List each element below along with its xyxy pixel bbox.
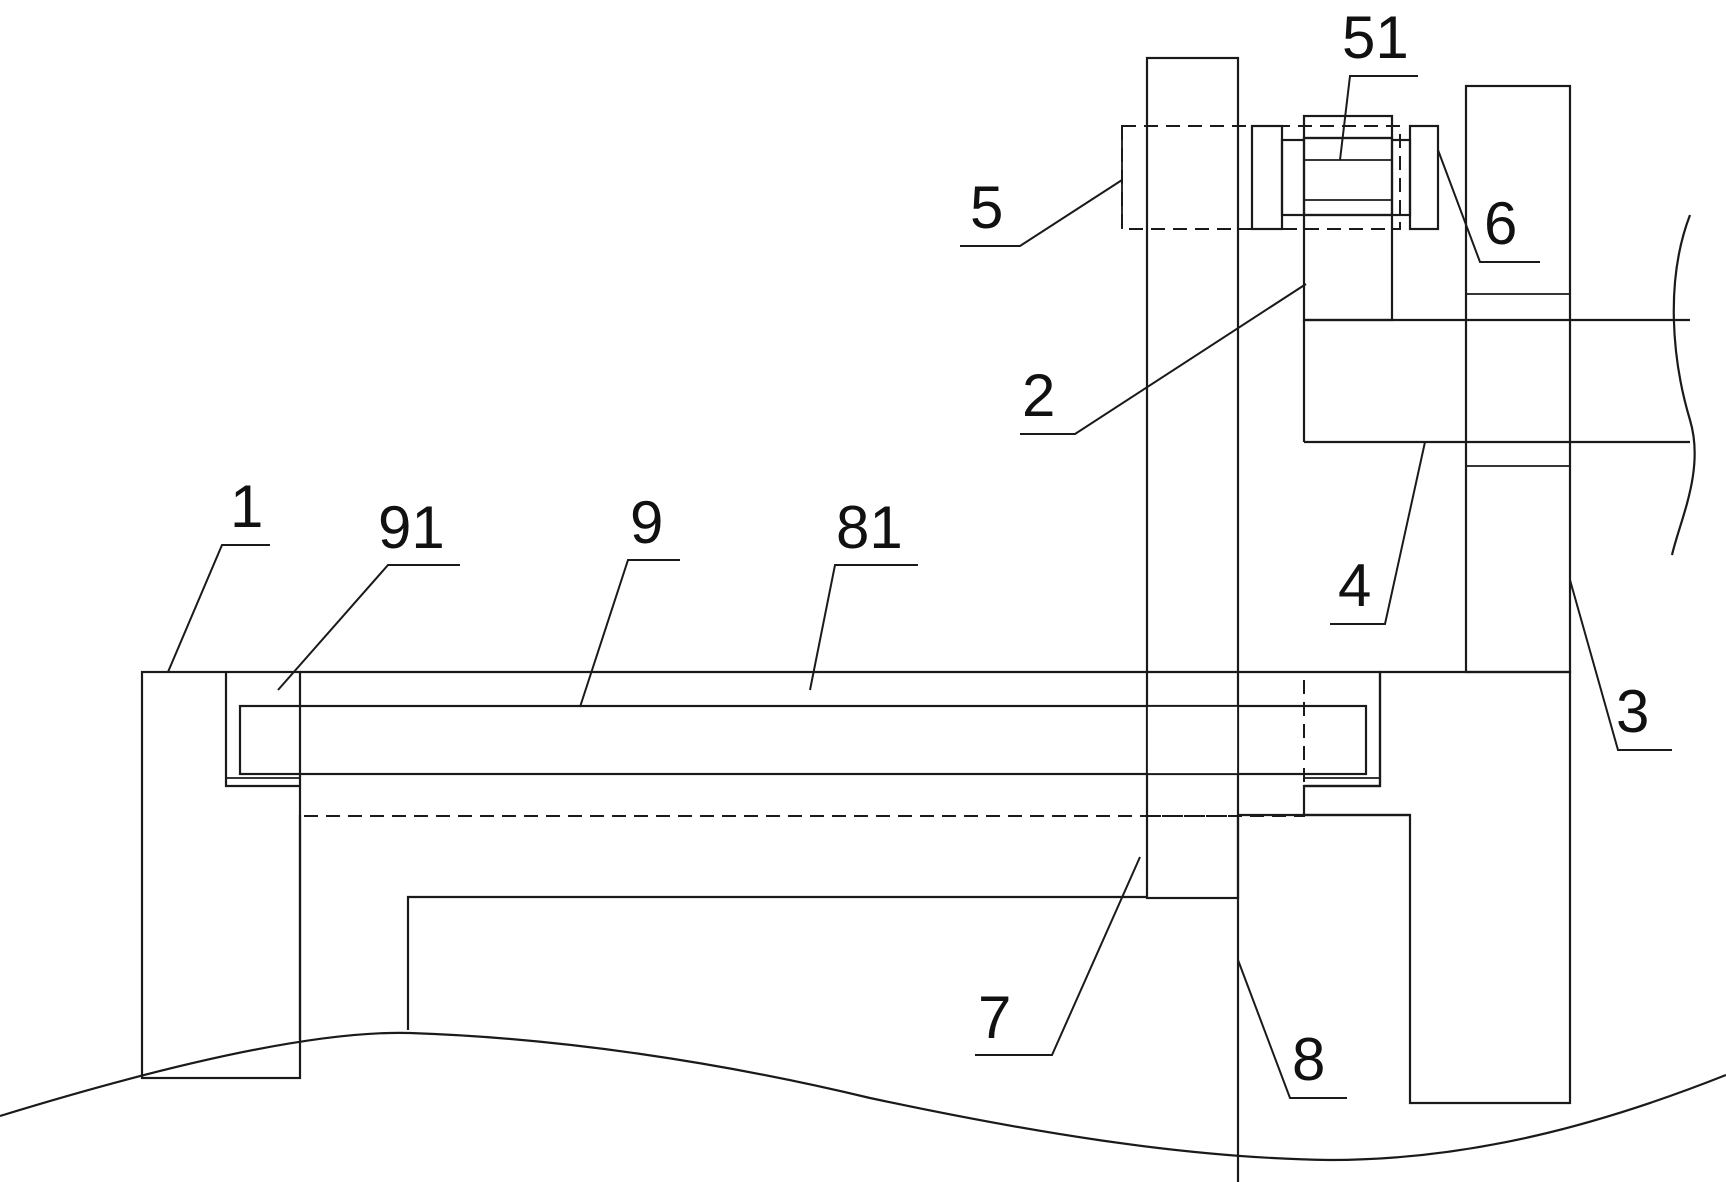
ground-line <box>0 1031 1726 1162</box>
label-51: 51 <box>1342 4 1409 71</box>
callout-4 <box>1330 441 1426 625</box>
base-block <box>406 895 1147 1030</box>
label-4: 4 <box>1338 552 1371 619</box>
callout-51 <box>1339 75 1418 161</box>
bar-9 <box>238 704 1368 776</box>
label-6: 6 <box>1484 190 1517 257</box>
label-5: 5 <box>970 174 1003 241</box>
label-91: 91 <box>378 494 445 561</box>
callout-5 <box>960 179 1123 247</box>
label-8: 8 <box>1292 1026 1325 1093</box>
plate-3 <box>1464 84 1572 674</box>
label-7: 7 <box>978 984 1011 1051</box>
member-7 <box>1145 56 1240 900</box>
guide-81 <box>299 671 1305 817</box>
axle-51-inner <box>1304 159 1392 201</box>
callout-7 <box>975 856 1141 1056</box>
flange-right-inner <box>1390 138 1412 217</box>
label-81: 81 <box>836 494 903 561</box>
left-wall <box>140 670 302 1080</box>
callout-91 <box>277 564 460 691</box>
callout-8 <box>1237 959 1347 1099</box>
label-2: 2 <box>1022 362 1055 429</box>
right-wall <box>1302 670 1572 1105</box>
callout-2 <box>1020 283 1307 435</box>
label-9: 9 <box>630 489 663 556</box>
callout-9 <box>579 559 680 708</box>
flange-inner <box>1280 138 1306 217</box>
axle-51 <box>1302 136 1394 217</box>
arm-4 <box>1302 214 1696 556</box>
callout-81 <box>809 564 918 691</box>
callout-3 <box>1569 579 1672 751</box>
flange-left <box>1250 124 1284 231</box>
callout-6 <box>1437 149 1540 263</box>
label-3: 3 <box>1616 678 1649 745</box>
block-2 <box>1302 213 1394 322</box>
flange-right-6 <box>1408 124 1440 231</box>
label-1: 1 <box>230 473 263 540</box>
callout-1 <box>167 544 270 673</box>
shaft-5 <box>1121 125 1401 230</box>
